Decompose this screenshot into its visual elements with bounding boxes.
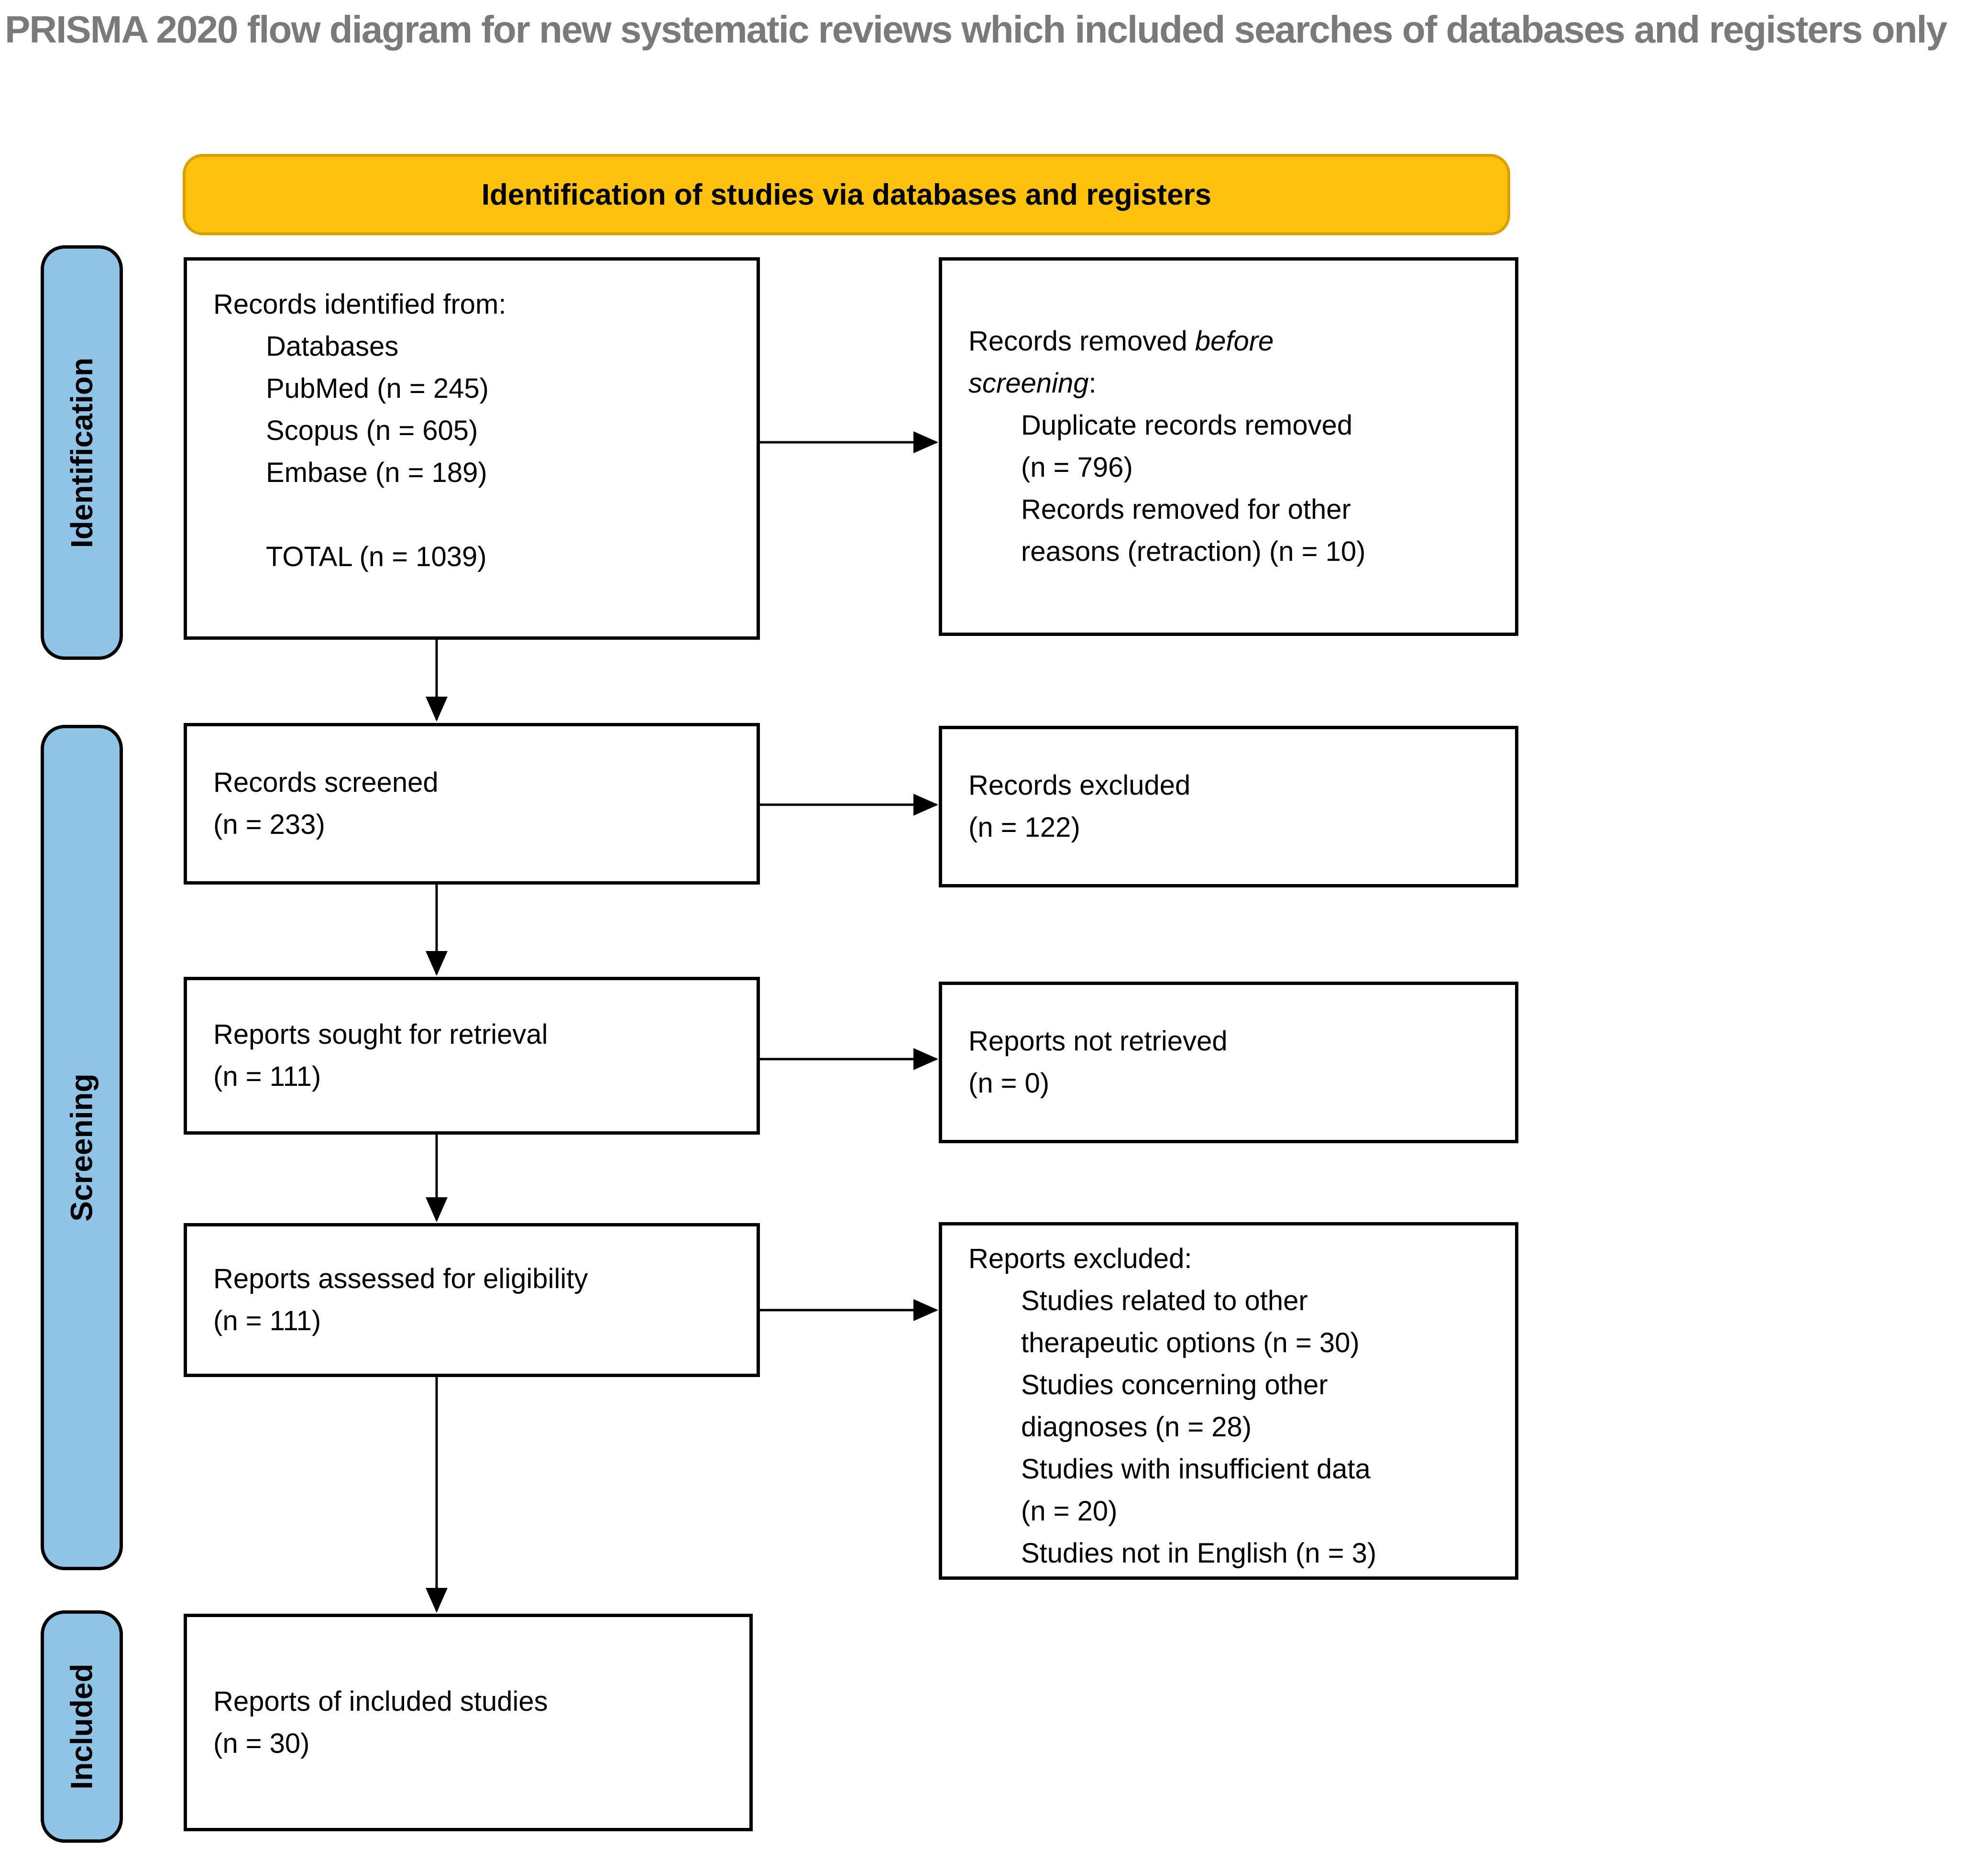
box-text-line: Studies concerning other [1021, 1369, 1328, 1400]
box-text-line: Records identified from: [213, 289, 506, 320]
sidebar-stage-included-label: Included [65, 1663, 99, 1790]
box-records-screened: Records screened (n = 233) [184, 723, 760, 885]
box-reports-not-retrieved: Reports not retrieved (n = 0) [939, 982, 1518, 1143]
box-text-line: (n = 233) [213, 809, 325, 840]
box-text-line: Studies with insufficient data [1021, 1454, 1371, 1485]
box-text-line: (n = 122) [968, 812, 1080, 843]
sidebar-stage-screening-label: Screening [65, 1073, 99, 1222]
box-text-line: diagnoses (n = 28) [1021, 1411, 1252, 1443]
banner-identification-of-studies: Identification of studies via databases … [183, 154, 1510, 235]
box-text-line: PubMed (n = 245) [266, 373, 489, 404]
box-text-line [187, 494, 757, 536]
sidebar-stage-screening: Screening [41, 725, 123, 1570]
box-text-line: Records removed for other [1021, 494, 1351, 525]
box-records-excluded: Records excluded (n = 122) [939, 726, 1518, 887]
box-text-line: Reports excluded: [968, 1243, 1192, 1274]
box-reports-assessed: Reports assessed for eligibility (n = 111… [184, 1223, 760, 1377]
box-text-line: Duplicate records removed [1021, 410, 1353, 441]
box-text-line: Reports sought for retrieval [213, 1019, 548, 1050]
box-text-line: (n = 0) [968, 1068, 1050, 1099]
box-records-removed: Records removed before screening: Duplicat… [939, 257, 1518, 636]
box-text-line: Reports of included studies [213, 1685, 548, 1717]
box-reports-included: Reports of included studies (n = 30) [184, 1614, 753, 1831]
box-text-line: (n = 111) [213, 1061, 321, 1092]
box-text-line: therapeutic options (n = 30) [1021, 1327, 1360, 1358]
box-text-line: (n = 796) [1021, 452, 1133, 483]
box-text-line: Reports not retrieved [968, 1026, 1228, 1057]
box-text-line: (n = 20) [1021, 1496, 1118, 1527]
box-text-line: Embase (n = 189) [266, 457, 487, 488]
sidebar-stage-identification: Identification [41, 245, 123, 660]
box-text-line: Studies related to other [1021, 1285, 1308, 1316]
box-text-line: Studies not in English (n = 3) [1021, 1538, 1377, 1569]
box-reports-sought: Reports sought for retrieval (n = 111) [184, 977, 760, 1135]
box-reports-excluded: Reports excluded: Studies related to othe… [939, 1222, 1518, 1580]
box-text-line: Records screened [213, 767, 439, 798]
box-text-line: (n = 30) [213, 1728, 310, 1759]
box-text-line: Databases [266, 331, 399, 362]
box-text-line: screening: [968, 368, 1097, 399]
sidebar-stage-identification-label: Identification [65, 357, 99, 548]
box-text-line: reasons (retraction) (n = 10) [1021, 536, 1366, 567]
banner-label: Identification of studies via databases … [481, 178, 1212, 211]
box-text-line: TOTAL (n = 1039) [266, 541, 487, 572]
box-text-line: Records excluded [968, 770, 1191, 801]
sidebar-stage-included: Included [41, 1610, 123, 1843]
page-title: PRISMA 2020 flow diagram for new systema… [5, 8, 1947, 51]
box-text-line: Scopus (n = 605) [266, 415, 478, 446]
box-text-line: (n = 111) [213, 1305, 321, 1336]
box-text-line: Reports assessed for eligibility [213, 1263, 588, 1294]
box-text-line: Records removed before [968, 326, 1274, 357]
